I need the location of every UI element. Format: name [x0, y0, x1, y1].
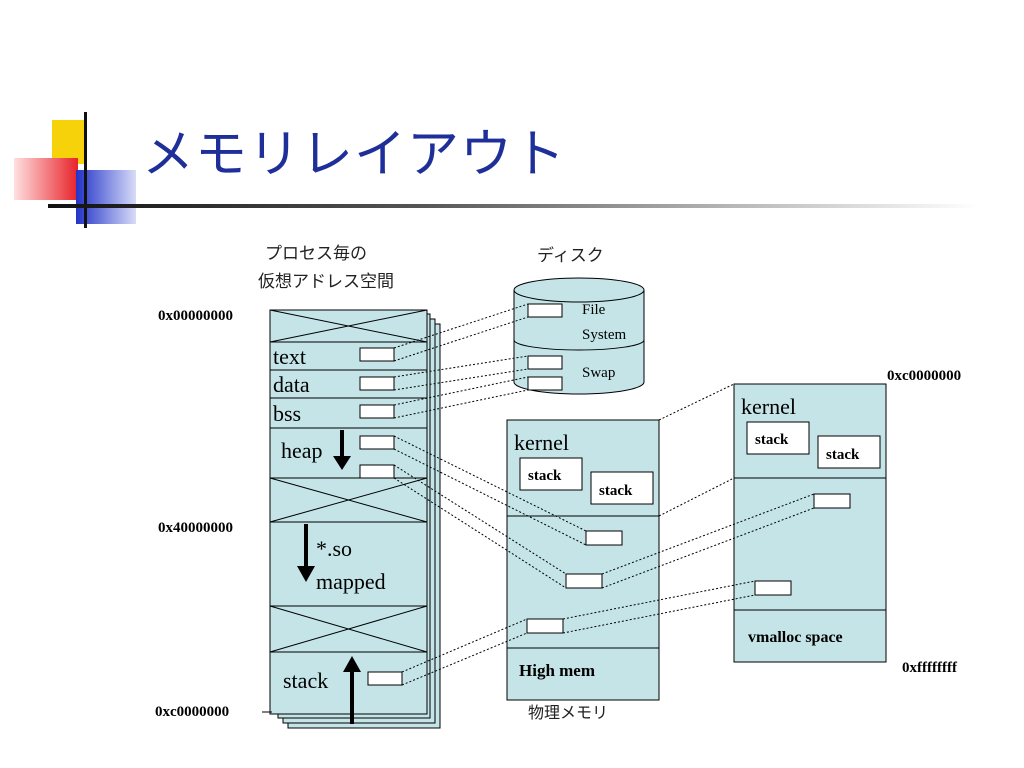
kv-stack2-label: stack [826, 447, 860, 463]
phys-stack-boxes [519, 457, 654, 505]
title-underline [48, 204, 978, 208]
phys-kernel-label: kernel [514, 430, 569, 455]
process-space-title-line1: プロセス毎の [265, 244, 367, 264]
mapping-dotted-lines [393, 303, 815, 686]
seg-so-label-line2: mapped [316, 569, 386, 594]
virtual-page-boxes [359, 347, 403, 686]
disk-file-label-line2: System [582, 327, 627, 343]
address-bottom-left: 0xc0000000 [155, 704, 229, 720]
kv-page-boxes [754, 493, 851, 596]
physical-memory-box [506, 419, 660, 701]
seg-stack-label: stack [283, 668, 328, 693]
seg-data-label: data [273, 372, 310, 397]
seg-so-label-line1: *.so [316, 536, 352, 561]
disk-title: ディスク [537, 245, 604, 266]
logo-vertical-line [84, 112, 87, 228]
phys-stack2-label: stack [599, 483, 633, 499]
address-kernel-top: 0xc0000000 [887, 368, 961, 384]
kv-kernel-label: kernel [741, 394, 796, 419]
kv-stack-boxes [746, 421, 881, 469]
disk-page-boxes [527, 303, 563, 391]
process-space-title-line2: 仮想アドレス空間 [258, 272, 394, 292]
kv-stack1-label: stack [755, 432, 789, 448]
phys-page-boxes [526, 530, 623, 634]
seg-heap-label: heap [281, 438, 323, 463]
seg-text-label: text [273, 344, 306, 369]
disk-file-label-line1: File [582, 302, 606, 318]
address-kernel-bottom: 0xffffffff [902, 660, 958, 676]
seg-bss-label: bss [273, 401, 301, 426]
phys-stack1-label: stack [528, 468, 562, 484]
disk-swap-label: Swap [582, 365, 615, 381]
physical-memory-label: 物理メモリ [528, 703, 608, 722]
logo-red-square [14, 158, 78, 200]
phys-highmem-label: High mem [519, 661, 595, 680]
kv-vmalloc-label: vmalloc space [748, 629, 843, 646]
address-mid-left: 0x40000000 [158, 520, 233, 536]
address-top-left: 0x00000000 [158, 308, 233, 324]
slide-title: メモリレイアウト [142, 125, 567, 185]
growth-arrows [297, 430, 361, 724]
logo-yellow-square [52, 120, 86, 164]
process-address-space [269, 309, 428, 715]
